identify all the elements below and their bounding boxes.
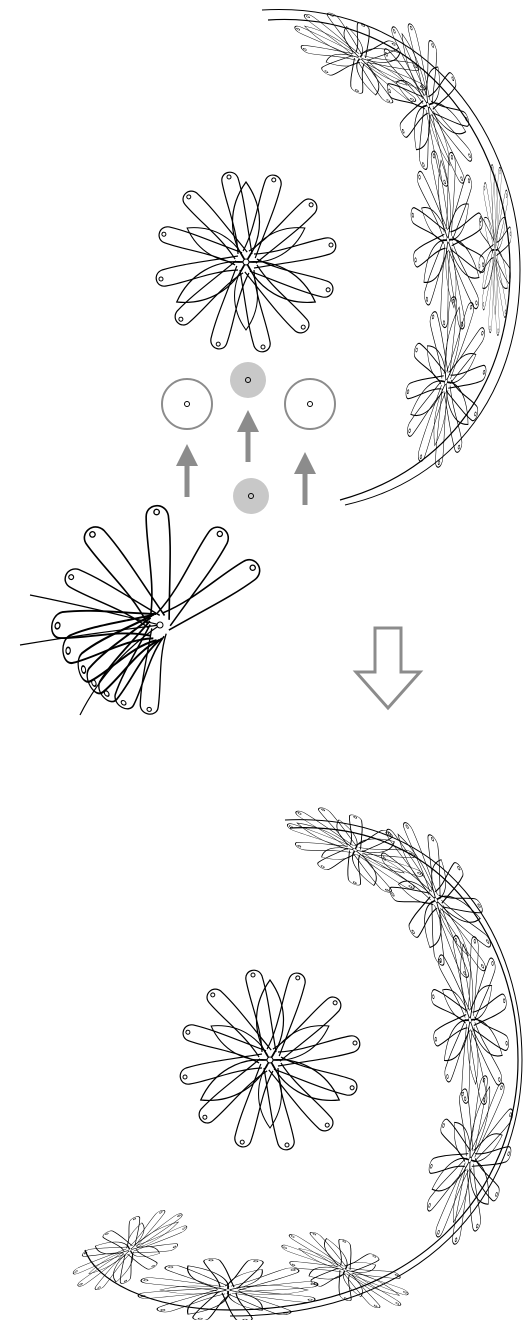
up-arrow-icon xyxy=(237,410,259,462)
assembled-sphere xyxy=(62,791,523,1320)
down-arrow-icon xyxy=(356,628,420,708)
up-arrow-icon xyxy=(176,444,198,497)
joint-dot-icon xyxy=(233,478,269,514)
attachment-guides xyxy=(162,362,335,514)
partial-sphere xyxy=(156,0,520,505)
up-arrow-icon xyxy=(294,452,316,505)
joint-circle-icon xyxy=(162,379,212,429)
joint-circle-icon xyxy=(285,379,335,429)
loose-module xyxy=(20,504,269,717)
joint-dot-icon xyxy=(230,362,266,398)
